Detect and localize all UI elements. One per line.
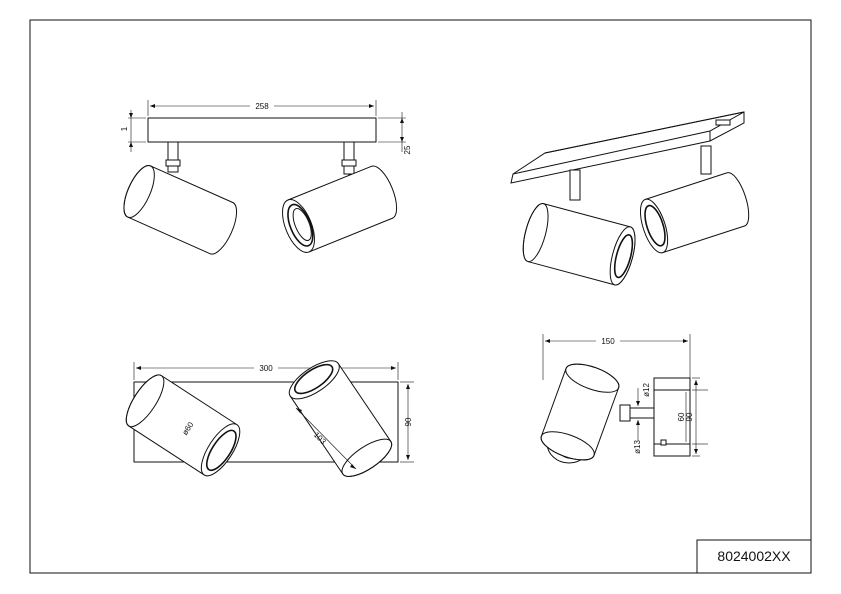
drawing-frame — [29, 19, 812, 574]
front-view: 258 1 25 — [120, 100, 412, 255]
product-code: 8024002XX — [717, 548, 791, 564]
dim-side-joint: ø13 — [633, 440, 642, 454]
title-block: 8024002XX — [696, 539, 812, 574]
dim-top-thickness: 1 — [120, 126, 129, 131]
dim-side-inner-height: 60 — [677, 412, 686, 421]
dim-top-width: 258 — [255, 102, 269, 111]
dim-plan-depth: 90 — [404, 417, 413, 426]
dim-top-height: 25 — [403, 145, 412, 154]
plan-view: 300 90 ø60 103 — [125, 360, 414, 477]
perspective-view — [510, 111, 750, 286]
dim-side-width: 150 — [601, 337, 615, 346]
dim-side-outer-height: 90 — [685, 412, 694, 421]
dim-plan-width: 300 — [259, 364, 273, 373]
dim-side-stem: ø12 — [642, 383, 651, 397]
side-view: 150 ø12 ø13 60 — [540, 334, 708, 464]
